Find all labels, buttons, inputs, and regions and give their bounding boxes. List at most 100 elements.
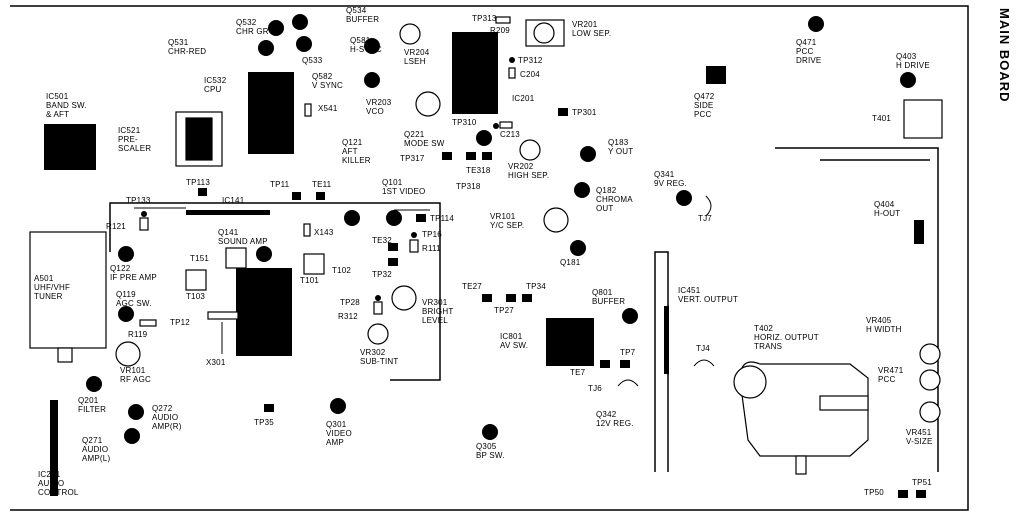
- label-tp11: TP11: [270, 180, 290, 189]
- x541-crystal: [304, 103, 312, 117]
- vr451-pot: [919, 401, 941, 423]
- label-vr201: VR201 LOW SEP.: [572, 20, 612, 38]
- q141-transistor: [256, 246, 272, 262]
- ic201-block: [452, 32, 498, 114]
- r111-resistor: [409, 239, 419, 253]
- label-q141: Q141 SOUND AMP: [218, 228, 268, 246]
- label-tp16: TP16: [422, 230, 442, 239]
- label-q404: Q404 H-OUT: [874, 200, 901, 218]
- label-a501: A501 UHF/VHF TUNER: [34, 274, 71, 301]
- t401-transformer: [903, 99, 943, 139]
- label-vr202: VR202 HIGH SEP.: [508, 162, 550, 180]
- tp301-pad: [558, 108, 568, 116]
- label-tp301: TP301: [572, 108, 597, 117]
- label-q403: Q403 H DRIVE: [896, 52, 930, 70]
- label-c213: C213: [500, 130, 520, 139]
- label-q532: Q532 CHR GR: [236, 18, 269, 36]
- tp28-dot: [375, 295, 381, 301]
- label-ic521: IC521 PRE- SCALER: [118, 126, 152, 153]
- label-q472: Q472 SIDE PCC: [694, 92, 715, 119]
- vr101-rf-agc-pot: [115, 341, 141, 367]
- q271-transistor: [124, 428, 140, 444]
- q534-transistor: [292, 14, 308, 30]
- label-tj7: TJ7: [698, 214, 712, 223]
- label-vr101-rf-agc: VR101 RF AGC: [120, 366, 151, 384]
- label-q183: Q183 Y OUT: [608, 138, 634, 156]
- label-r111: R111: [422, 244, 441, 253]
- label-q272: Q272 AUDIO AMP(R): [152, 404, 182, 431]
- q531-transistor: [258, 40, 274, 56]
- label-q121: Q121 AFT KILLER: [342, 138, 371, 165]
- tp35-pad: [264, 404, 274, 412]
- label-vr451: VR451 V-SIZE: [906, 428, 933, 446]
- label-t103: T103: [186, 292, 206, 301]
- label-tp133: TP133: [126, 196, 151, 205]
- vr201-pot: [533, 22, 555, 44]
- x143-crystal: [303, 223, 311, 237]
- label-tp27: TP27: [494, 306, 514, 315]
- label-vr204: VR204 LSEH: [404, 48, 430, 66]
- tp16-dot: [411, 232, 417, 238]
- label-q271: Q271 AUDIO AMP(L): [82, 436, 111, 463]
- vr301-pot: [391, 285, 417, 311]
- ic532-cpu-block: [248, 72, 294, 154]
- label-q581: Q581 H-SYNC: [350, 36, 382, 54]
- label-tp12: TP12: [170, 318, 190, 327]
- ic451-strip: [664, 306, 669, 374]
- label-ic501: IC501 BAND SW. & AFT: [46, 92, 87, 119]
- label-tp114: TP114: [430, 214, 454, 223]
- tp114-pad: [416, 214, 426, 222]
- q301-transistor: [330, 398, 346, 414]
- board-title-text: MAIN BOARD: [997, 8, 1012, 103]
- label-q221: Q221 MODE SW: [404, 130, 445, 148]
- t402-core: [733, 365, 767, 399]
- label-x541: X541: [318, 104, 338, 113]
- te32-pad: [388, 243, 398, 251]
- label-ic451: IC451 VERT. OUTPUT: [678, 286, 739, 304]
- vr203-pot: [415, 91, 441, 117]
- label-tj6: TJ6: [588, 384, 602, 393]
- label-tp51: TP51: [912, 478, 932, 487]
- label-q119: Q119 AGC SW.: [116, 290, 152, 308]
- ic521-inner: [185, 117, 213, 161]
- vr204-pot: [399, 23, 421, 45]
- tp12-resistor: [139, 319, 157, 327]
- c213-cap: [499, 121, 513, 129]
- vr302-pot: [367, 323, 389, 345]
- label-q801: Q801 BUFFER: [592, 288, 626, 306]
- q182-transistor: [574, 182, 590, 198]
- label-r312: R312: [338, 312, 358, 321]
- label-tp317: TP317: [400, 154, 425, 163]
- q403-transistor: [900, 72, 916, 88]
- tp312-dot: [509, 57, 515, 63]
- label-r209: R209: [490, 26, 510, 35]
- label-tp7: TP7: [620, 348, 636, 357]
- label-q301: Q301 VIDEO AMP: [326, 420, 352, 447]
- q801-transistor: [622, 308, 638, 324]
- label-tp34: TP34: [526, 282, 546, 291]
- te318-pad: [466, 152, 476, 160]
- ic141-block: [236, 268, 292, 356]
- label-q201: Q201 FILTER: [78, 396, 107, 414]
- label-tp28: TP28: [340, 298, 360, 307]
- label-ic201: IC201: [512, 94, 535, 103]
- tp27-pad: [506, 294, 516, 302]
- vr101-pot: [543, 207, 569, 233]
- tp32-pad: [388, 258, 398, 266]
- tp7-pad: [620, 360, 630, 368]
- q121-transistor: [344, 210, 360, 226]
- r209-resistor: [495, 16, 511, 24]
- ic801-block: [546, 318, 594, 366]
- label-q305: Q305 BP SW.: [476, 442, 505, 460]
- q404-block: [914, 220, 924, 244]
- r121-resistor: [139, 217, 149, 231]
- label-vr302: VR302 SUB-TINT: [360, 348, 399, 366]
- label-q342: Q342 12V REG.: [596, 410, 634, 428]
- label-ic251: IC251 AUDIO CONTROL: [38, 470, 79, 497]
- c204-cap: [508, 67, 516, 79]
- r121-dot: [141, 211, 147, 217]
- label-q533: Q533: [302, 56, 323, 65]
- q582-transistor: [364, 72, 380, 88]
- label-vr101: VR101 Y/C SEP.: [490, 212, 525, 230]
- label-tp50: TP50: [864, 488, 884, 497]
